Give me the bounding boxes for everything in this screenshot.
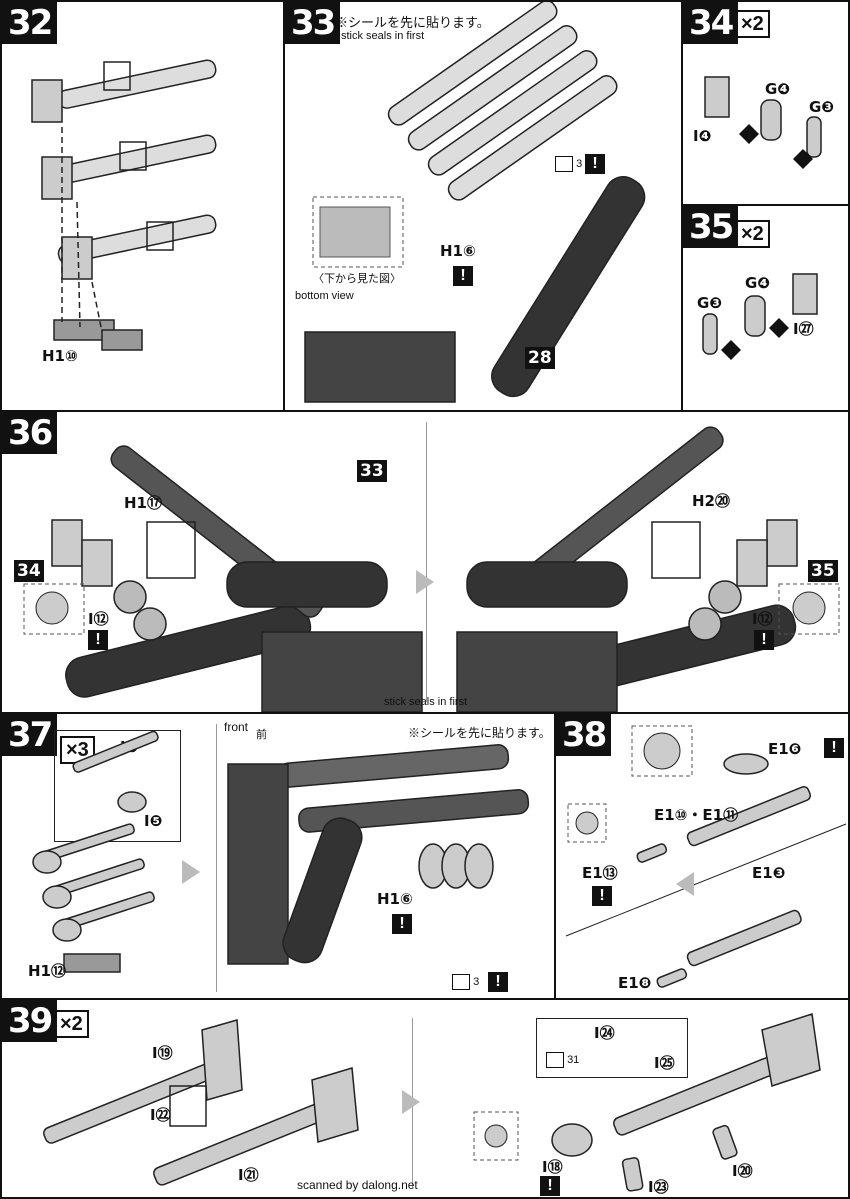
part-label-i19: I⑲ (152, 1044, 173, 1062)
caution-icon: ! (488, 972, 508, 992)
part-label-e1-13: E1⑬ (582, 864, 618, 882)
launcher-assembly-drawing (304, 2, 646, 403)
part-label-i5: I❺ (144, 812, 163, 830)
part-label-e1-8: E1❽ (618, 974, 652, 992)
seal-marker: 31 (546, 1052, 579, 1068)
missile-parts-drawing (32, 730, 159, 973)
part-label-e1-10-11: E1⑩・E1⑪ (654, 806, 739, 824)
step-38-panel: 38 E1❻ ! E1⑩・E1⑪ E1⑬ ! E1❸ E1❽ (554, 712, 850, 1000)
caution-icon: ! (585, 154, 605, 174)
part-label-i22: I㉒ (150, 1106, 171, 1124)
callout-box (536, 1018, 688, 1078)
part-label: H1⑩ (42, 347, 78, 365)
part-label-h1-12: H1⑫ (28, 962, 66, 980)
part-label-i4: I❹ (693, 127, 712, 145)
part-label-g4: G❹ (765, 80, 791, 98)
part-label-e1-3: E1❸ (752, 864, 786, 882)
seal-number: 31 (567, 1053, 580, 1066)
seal-note-jp: ※シールを先に貼ります。 (408, 726, 551, 740)
seal-icon (546, 1052, 564, 1068)
callout-box (54, 730, 181, 842)
rifle-drawing (565, 725, 847, 988)
part-label-e1-6: E1❻ (768, 740, 802, 758)
left-assembly-drawing (23, 445, 423, 712)
caution-icon: ! (592, 886, 612, 906)
sequence-arrow (416, 570, 434, 594)
step-ref-33: 33 (357, 460, 387, 482)
caution-icon: ! (754, 630, 774, 650)
caution-icon: ! (392, 914, 412, 934)
seal-marker: 3 (452, 974, 479, 990)
sequence-arrow (402, 1090, 420, 1114)
part-label-i27: I㉗ (793, 320, 814, 338)
part-label-i21: I㉑ (238, 1166, 259, 1184)
step-36-panel: 36 H1⑰ H2⑳ (0, 410, 850, 714)
multiplier: ×2 (735, 220, 770, 248)
step-ref-35: 35 (808, 560, 838, 582)
divider (216, 724, 217, 992)
right-assembly-drawing (456, 426, 840, 712)
pod-parts-drawing (704, 76, 822, 169)
part-label-h1-17: H1⑰ (124, 494, 162, 512)
sequence-arrow (676, 872, 694, 896)
part-label: H1⑥ (440, 242, 476, 260)
seal-number: 3 (473, 975, 480, 988)
step-number: 32 (2, 2, 58, 44)
step-33-panel: 33 ※シールを先に貼ります。 stick seals in first 〈下か… (283, 0, 683, 412)
bottom-view-en: bottom view (295, 290, 354, 302)
seal-number: 3 (576, 157, 583, 170)
multiplier: ×2 (54, 1010, 89, 1038)
part-label-h2-20: H2⑳ (692, 492, 730, 510)
part-label-i24: I㉔ (594, 1024, 615, 1042)
step-number: 37 (2, 714, 58, 756)
caution-icon: ! (453, 266, 473, 286)
bazooka-parts-drawing (43, 1019, 359, 1186)
seal-marker: 3 (555, 156, 582, 172)
step-32-panel: 32 H1⑩ (0, 0, 285, 412)
front-label-jp: 前 (256, 729, 267, 741)
bottom-view-jp: 〈下から見た図〉 (313, 273, 401, 285)
rocket-launcher-drawing (31, 59, 217, 351)
step-37-panel: 37 ×3 I❻ I❺ H1⑫ front 前 ※シールを先に貼ります。 (0, 712, 556, 1000)
part-label-h1-6: H1⑥ (377, 890, 413, 908)
caution-icon: ! (824, 738, 844, 758)
seal-icon (452, 974, 470, 990)
caution-icon: ! (540, 1176, 560, 1196)
part-label-g3: G❸ (697, 294, 723, 312)
part-label-i23: I㉓ (648, 1178, 669, 1196)
multiplier: ×2 (735, 10, 770, 38)
step-number: 33 (285, 2, 341, 44)
step-ref: 28 (525, 347, 555, 369)
step-number: 38 (556, 714, 612, 756)
seal-note-jp: ※シールを先に貼ります。 (335, 15, 490, 30)
divider (426, 422, 427, 702)
step-39-panel: 39 ×2 I⑲ I㉒ I㉑ 31 I㉔ I㉕ I⑱ ! I㉓ I⑳ scann… (0, 998, 850, 1199)
step-number: 39 (2, 1000, 58, 1042)
part-label-g3: G❸ (809, 98, 835, 116)
seal-icon (555, 156, 573, 172)
seal-part-left: I⑫ (88, 610, 109, 628)
step-ref-34: 34 (14, 560, 44, 582)
front-label-en: front (224, 720, 249, 734)
bazooka-assembled-drawing (473, 1013, 821, 1192)
launcher-missile-drawing (227, 744, 530, 965)
step-34-panel: 34 ×2 G❹ G❸ I❹ (681, 0, 850, 206)
step-number: 35 (683, 206, 739, 248)
sequence-arrow (182, 860, 200, 884)
step-number: 36 (2, 412, 58, 454)
credit-text: scanned by dalong.net (297, 1178, 418, 1192)
seal-note-en: stick seals in first (341, 30, 425, 42)
caution-icon: ! (88, 630, 108, 650)
part-label-i18: I⑱ (542, 1158, 563, 1176)
seal-note-en: stick seals in first (384, 696, 468, 708)
part-label-g4: G❹ (745, 274, 771, 292)
pod-parts-drawing (702, 273, 818, 360)
step-number: 34 (683, 2, 739, 44)
part-label-i25: I㉕ (654, 1054, 675, 1072)
step-35-panel: 35 ×2 G❹ G❸ I㉗ (681, 204, 850, 412)
part-label-i20: I⑳ (732, 1162, 753, 1180)
seal-part-right: I⑫ (752, 610, 773, 628)
